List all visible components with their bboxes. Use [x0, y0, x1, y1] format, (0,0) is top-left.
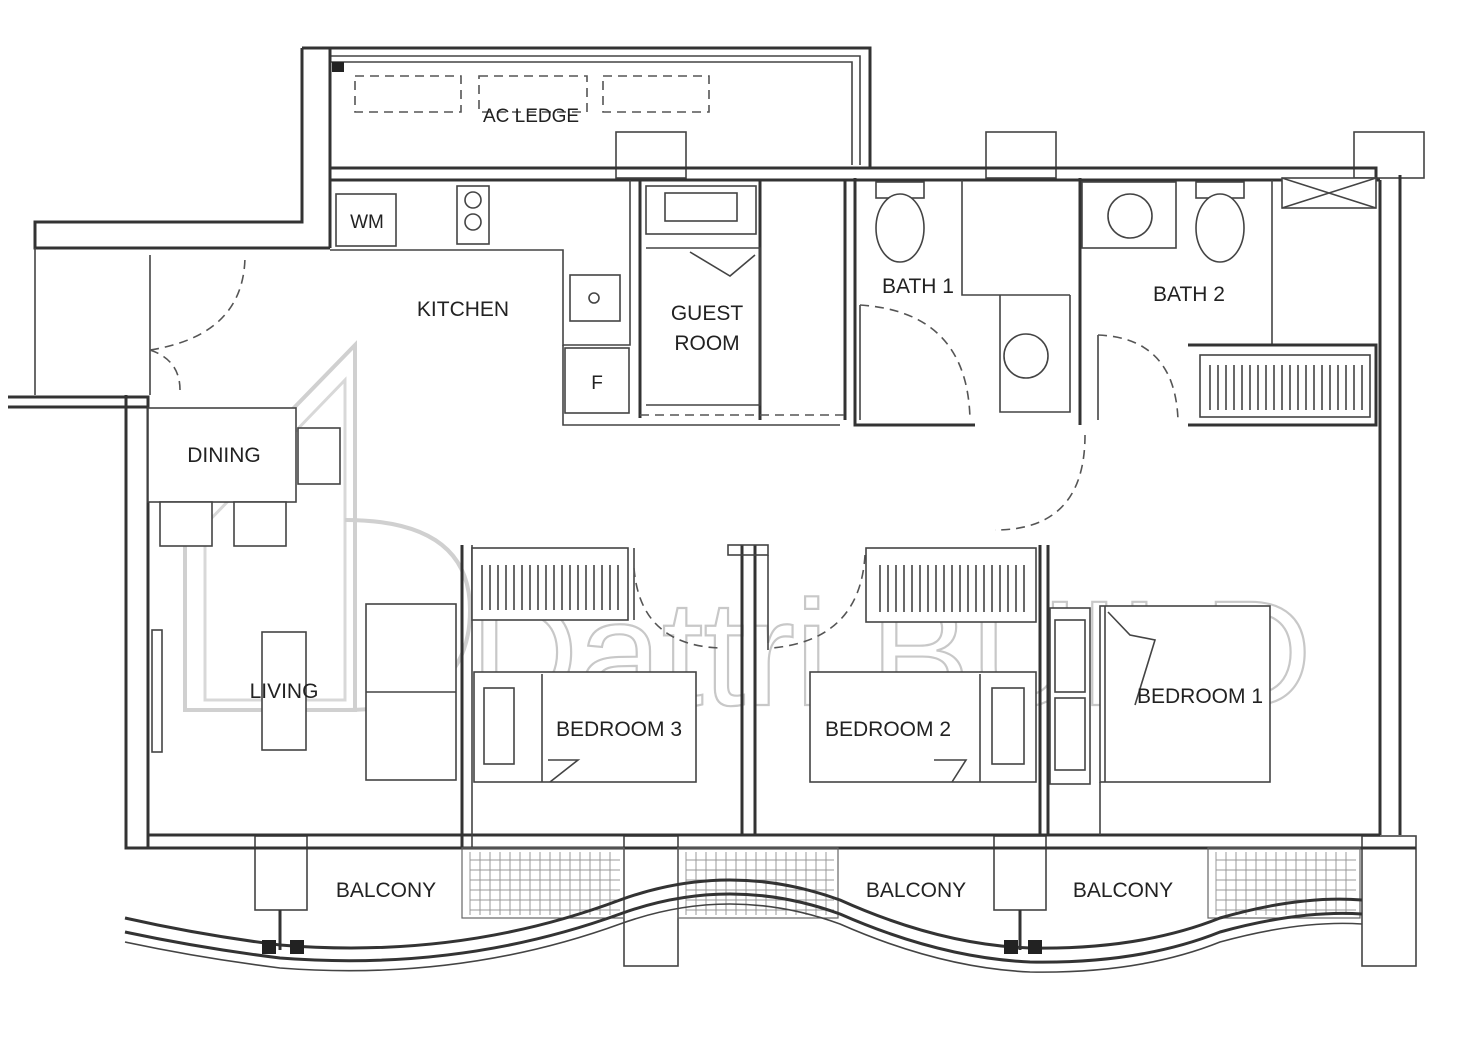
kitchen-label: KITCHEN [417, 298, 509, 321]
dining-label: DINING [187, 444, 261, 467]
dining-area [147, 254, 341, 547]
guest-room [640, 180, 850, 420]
balcony-middle-label: BALCONY [866, 879, 966, 902]
bedroom2-room [771, 545, 1050, 835]
hallway-door-swing [994, 434, 1086, 531]
balcony-right-label: BALCONY [1073, 879, 1173, 902]
balcony-left-label: BALCONY [336, 879, 436, 902]
columns [254, 131, 1425, 967]
bedroom1-room [1049, 605, 1271, 835]
balcony-area [124, 846, 1416, 973]
living-area [151, 603, 457, 781]
fridge-label: F [591, 373, 603, 394]
washing-machine-label: WM [350, 212, 384, 233]
bath1-room [853, 178, 1082, 427]
bedroom2-label: BEDROOM 2 [825, 718, 951, 741]
ac-ledge-area [33, 46, 872, 250]
bedroom1-label: BEDROOM 1 [1137, 685, 1263, 708]
bath2-room [1081, 177, 1378, 427]
bath1-label: BATH 1 [882, 275, 954, 298]
ac-ledge-label: AC LEDGE [483, 106, 579, 127]
bedroom3-label: BEDROOM 3 [556, 718, 682, 741]
bath2-label: BATH 2 [1153, 283, 1225, 306]
kitchen-counters [330, 180, 840, 426]
guest-room-label-line2: ROOM [674, 332, 739, 355]
living-label: LIVING [250, 680, 319, 703]
bedroom3-room [460, 544, 769, 848]
guest-room-label-line1: GUEST [671, 302, 744, 325]
